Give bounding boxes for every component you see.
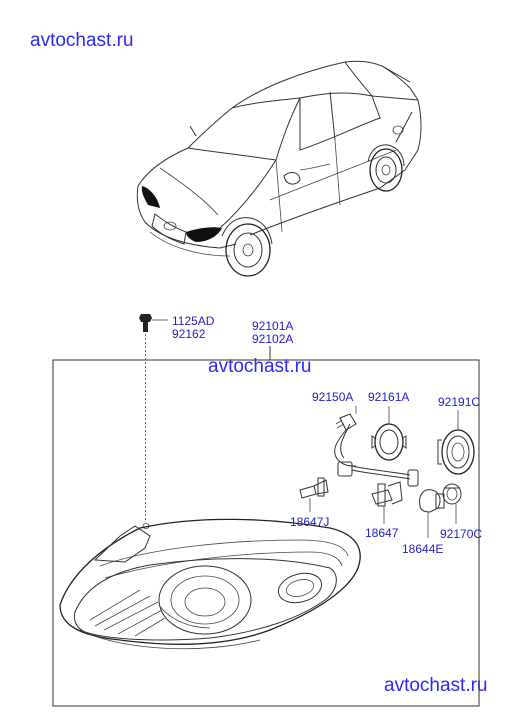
label-92102a: 92102A (252, 332, 294, 346)
watermark-middle: avtochast.ru (208, 356, 312, 377)
label-92162: 92162 (172, 327, 206, 341)
label-18647: 18647 (365, 526, 399, 540)
wiring-harness-92150a (334, 406, 419, 487)
label-92161a: 92161A (368, 390, 410, 404)
assembly-frame (52, 346, 480, 707)
bulb-18647 (371, 481, 403, 524)
socket-92161a (371, 406, 407, 461)
watermark-top: avtochast.ru (30, 30, 134, 51)
label-92101a: 92101A (252, 319, 294, 333)
bolt-1125ad (139, 314, 168, 529)
watermark-bottom: avtochast.ru (384, 675, 488, 696)
label-18647j: 18647J (290, 515, 330, 529)
socket-92170c (442, 483, 462, 524)
label-1125ad: 1125AD (172, 314, 215, 328)
label-92191c: 92191C (438, 395, 481, 409)
car-illustration (136, 60, 422, 277)
headlamp-assembly (59, 518, 361, 650)
label-92150a: 92150A (312, 390, 354, 404)
cap-92191c (437, 410, 475, 475)
bulb-18644e (419, 489, 445, 538)
label-18644e: 18644E (402, 542, 444, 556)
bulb-18647j (299, 477, 329, 512)
label-92170c: 92170C (440, 527, 483, 541)
